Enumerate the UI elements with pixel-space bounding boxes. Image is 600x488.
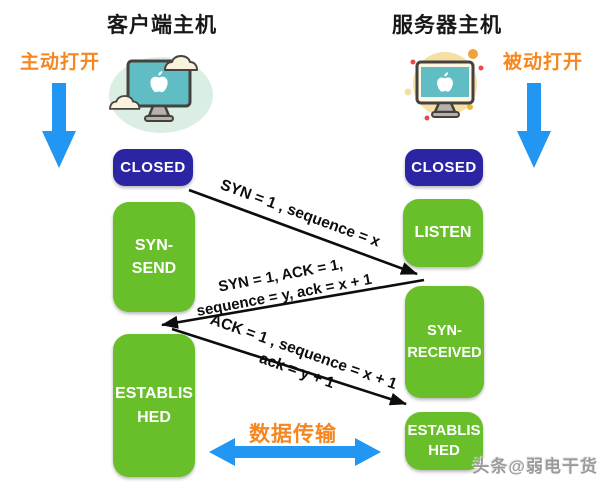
state-label-line: SEND (131, 260, 177, 277)
state-label: CLOSED (120, 159, 186, 176)
watermark: 头条@弱电干货 (472, 457, 598, 476)
server-closed-state: CLOSED (405, 149, 483, 186)
syn-received-state: SYN- RECEIVED (405, 286, 484, 398)
active-open-label: 主动打开 (20, 52, 101, 73)
apple-logo-icon (150, 71, 168, 93)
state-label-line: SYN- (427, 322, 462, 339)
server-established-state: ESTABLIS HED (405, 412, 483, 470)
client-computer-icon (109, 55, 213, 133)
state-label-line: ESTABLIS (115, 385, 193, 403)
client-established-state: ESTABLIS HED (113, 334, 195, 477)
syn-ack-arrow (161, 278, 425, 329)
state-label-line: HED (428, 442, 460, 459)
state-label-line: ESTABLIS (407, 421, 481, 439)
data-transfer-arrow-icon (209, 438, 381, 466)
server-computer-icon (404, 49, 484, 121)
cloud-icon (164, 55, 198, 71)
client-host-title: 客户端主机 (107, 14, 217, 37)
data-transfer-label: 数据传输 (249, 423, 337, 446)
state-label-line: HED (137, 408, 171, 426)
blue-down-arrow-icon (517, 83, 551, 168)
state-label: CLOSED (411, 159, 477, 176)
blue-down-arrow-icon (42, 83, 76, 168)
apple-logo-icon (437, 72, 453, 92)
state-label-line: RECEIVED (407, 345, 482, 361)
cloud-icon (109, 95, 141, 110)
state-label-line: SYN- (134, 236, 174, 254)
server-host-title: 服务器主机 (392, 14, 502, 37)
state-label: LISTEN (414, 224, 472, 241)
syn-arrow (188, 188, 418, 276)
ack-arrow (171, 327, 407, 406)
syn-send-state: SYN- SEND (113, 202, 195, 312)
client-closed-state: CLOSED (113, 149, 193, 186)
passive-open-label: 被动打开 (503, 52, 584, 73)
listen-state: LISTEN (403, 199, 483, 267)
